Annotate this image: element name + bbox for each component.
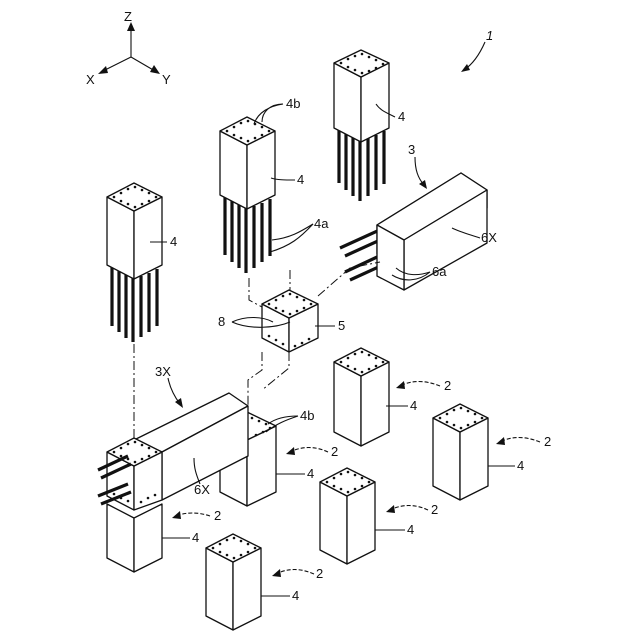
label-column-bottom: 4 bbox=[292, 588, 299, 603]
precast-column-right-mid bbox=[334, 348, 389, 446]
label-precast-column-right-mid: 2 bbox=[444, 378, 451, 393]
label-column-left-lower: 4 bbox=[192, 530, 199, 545]
beam-upper bbox=[340, 173, 487, 290]
label-joint-assembly: 3 bbox=[408, 142, 415, 157]
precast-column-bottom bbox=[206, 534, 261, 630]
label-joint-block: 5 bbox=[338, 318, 345, 333]
label-precast-column-mid-lower: 2 bbox=[331, 444, 338, 459]
label-column-mid-lower: 4 bbox=[307, 466, 314, 481]
label-column-right-mid: 4 bbox=[410, 398, 417, 413]
column-member-left bbox=[107, 183, 162, 342]
column-member-top bbox=[334, 50, 389, 201]
label-precast-column-bottom: 2 bbox=[316, 566, 323, 581]
label-beam-bars: 6a bbox=[432, 264, 447, 279]
label-precast-column-center-lower: 2 bbox=[431, 502, 438, 517]
label-beam-upper: 6X bbox=[481, 230, 497, 245]
label-precast-column-left-lower: 2 bbox=[214, 508, 221, 523]
axis-label-y: Y bbox=[162, 72, 171, 87]
precast-column-left-lower bbox=[107, 504, 162, 572]
label-column-center-lower: 4 bbox=[407, 522, 414, 537]
label-sleeve-holes-lower: 4b bbox=[300, 408, 314, 423]
axis-label-z: Z bbox=[124, 9, 132, 24]
label-sleeve-holes-top: 4b bbox=[286, 96, 300, 111]
column-member-middle bbox=[220, 117, 275, 273]
label-column-far-right: 4 bbox=[517, 458, 524, 473]
label-precast-column-far-right: 2 bbox=[544, 434, 551, 449]
label-joint-assembly-3x: 3X bbox=[155, 364, 171, 379]
axis-triad bbox=[98, 22, 160, 74]
precast-column-far-right bbox=[433, 404, 488, 500]
label-beam-lower: 6X bbox=[194, 482, 210, 497]
label-column-left: 4 bbox=[170, 234, 177, 249]
label-reinforcing-bars: 4a bbox=[314, 216, 329, 231]
precast-column-center-lower bbox=[320, 468, 375, 564]
label-assembly: 1 bbox=[486, 28, 493, 43]
label-connection-holes: 8 bbox=[218, 314, 225, 329]
label-column-top: 4 bbox=[398, 109, 405, 124]
label-column-middle: 4 bbox=[297, 172, 304, 187]
axis-label-x: X bbox=[86, 72, 95, 87]
